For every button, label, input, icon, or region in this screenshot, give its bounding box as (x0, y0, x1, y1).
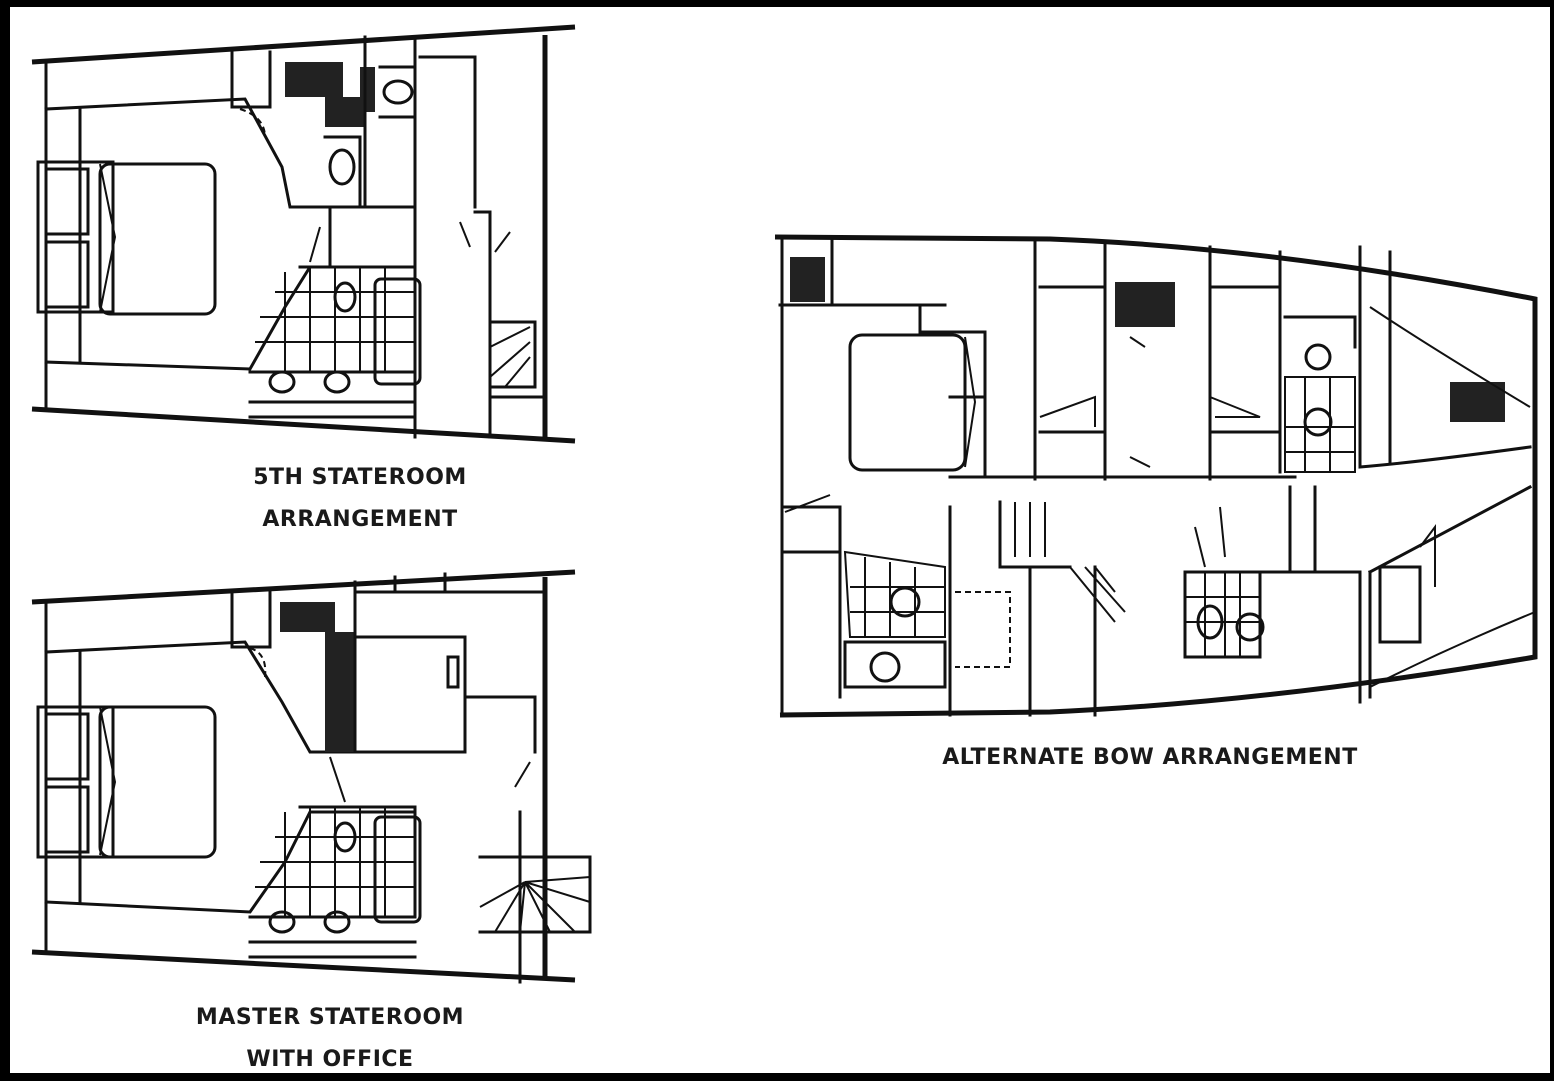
caption-line-1: MASTER STATEROOM (195, 1005, 465, 1030)
desk (446, 655, 460, 689)
companionway-stair (998, 500, 1126, 717)
caption-alternate-bow: ALTERNATE BOW ARRANGEMENT (910, 737, 1390, 779)
bed (98, 705, 217, 859)
floorplan-fifth-stateroom-drawing (31, 24, 576, 444)
bed-headboard (36, 705, 115, 859)
tiled-bathroom (248, 265, 417, 419)
mid-head (1183, 570, 1265, 659)
caption-fifth-stateroom: 5TH STATEROOM ARRANGEMENT (190, 457, 530, 541)
office-room (353, 572, 547, 754)
caption-line-2: WITH OFFICE (246, 1047, 414, 1072)
bed (848, 333, 967, 472)
diagram-canvas: 5TH STATEROOM ARRANGEMENT (10, 7, 1550, 1073)
caption-master-stateroom: MASTER STATEROOM WITH OFFICE (150, 997, 510, 1081)
bed-headboard (36, 160, 115, 314)
floorplan-fifth-stateroom (20, 17, 580, 447)
sink (382, 79, 414, 105)
aft-head (843, 550, 947, 689)
toilet (328, 148, 356, 186)
bed (98, 162, 217, 316)
floorplan-master-stateroom-office (20, 562, 600, 992)
forward-head (1283, 315, 1357, 473)
bathtub (373, 815, 422, 924)
caption-line-2: ARRANGEMENT (262, 507, 458, 532)
floorplan-master-stateroom-drawing (31, 569, 592, 984)
floorplan-alternate-bow (770, 227, 1550, 727)
forward-locker (1378, 565, 1422, 644)
floorplan-alternate-bow-drawing (774, 234, 1538, 718)
bathtub (373, 277, 422, 386)
tiled-bathroom (248, 805, 417, 959)
caption-line-1: 5TH STATEROOM (253, 465, 467, 490)
spiral-stair (478, 810, 592, 984)
caption-line-1: ALTERNATE BOW ARRANGEMENT (942, 745, 1358, 770)
